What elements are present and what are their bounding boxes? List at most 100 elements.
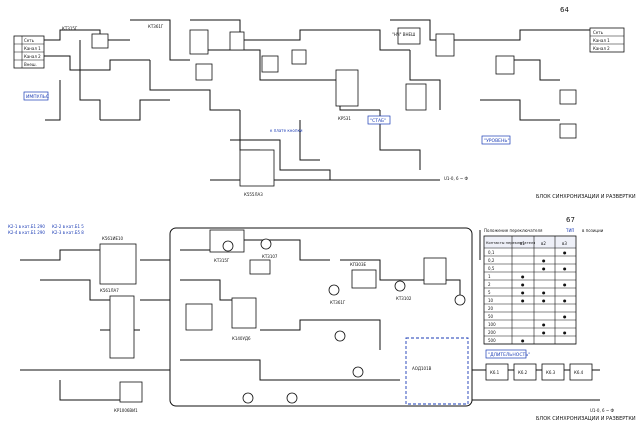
input-legend-right: Сеть Канал 1 Канал 2 <box>560 27 625 53</box>
table-cell-mark: ● <box>521 298 525 303</box>
input-legend-left: Сеть Канал 1 Канал 2 Внеш. <box>13 35 45 69</box>
switch-table: Положение переключателя ТИП в позиции Ко… <box>483 228 604 345</box>
table-row-position: 50 <box>488 314 494 319</box>
table-row-position: 0,5 <box>488 266 495 271</box>
legend-item: Внеш. <box>24 62 37 67</box>
note-label: к плате кнопки <box>270 128 303 133</box>
table-cell-mark: ● <box>542 290 546 295</box>
bottom-chips <box>99 229 447 403</box>
legend-item: Канал 1 <box>593 38 610 43</box>
relay-row: К6.1 К6.2 К6.3 К6.4 <box>485 363 593 381</box>
chip-block <box>195 63 213 81</box>
level-label-box <box>481 135 511 145</box>
legend-item: Канал 2 <box>593 46 610 51</box>
part-label: КТ315Г <box>62 26 78 31</box>
sweep-frame <box>169 227 473 407</box>
table-row-position: 500 <box>488 338 496 343</box>
table-row-position: 100 <box>488 322 496 327</box>
relay-label: К6.4 <box>574 370 584 375</box>
part-label: К561ИЕ10 <box>102 236 124 241</box>
table-cell-mark: ● <box>521 338 525 343</box>
chip-block <box>229 31 245 51</box>
relay-label: К6.2 <box>518 370 528 375</box>
table-cell-mark: ● <box>542 298 546 303</box>
chip-block <box>559 89 577 105</box>
part-label: КТ361Г <box>148 24 164 29</box>
chip-block <box>119 381 143 403</box>
chip-block <box>435 33 455 57</box>
top-chips <box>91 27 577 187</box>
caption-top: БЛОК СИНХРОНИЗАЦИИ И РАЗВЕРТКИ <box>536 194 636 200</box>
stab-label: "СТАБ" <box>370 118 386 124</box>
caption-bottom: БЛОК СИНХРОНИЗАЦИИ И РАЗВЕРТКИ <box>536 416 636 422</box>
relay-label: К6.3 <box>546 370 556 375</box>
chip-block <box>91 33 109 49</box>
table-cell-mark: ● <box>563 314 567 319</box>
chip-block <box>291 49 307 65</box>
table-col-head: в2 <box>541 241 546 246</box>
relay-label: К6.1 <box>490 370 500 375</box>
level-label: "УРОВЕНЬ" <box>484 138 510 144</box>
optocoupler-box <box>405 337 469 405</box>
table-row-position: 1 <box>488 274 491 279</box>
top-wiring <box>44 19 560 181</box>
chip-block <box>109 295 135 359</box>
legend-item: Канал 2 <box>24 54 41 59</box>
table-row-position: 0,1 <box>488 250 495 255</box>
top-schematic: 64 Сеть Канал 1 Канал 2 Внеш. ИМПУЛЬС <box>13 6 636 200</box>
table-cell-mark: ● <box>563 266 567 271</box>
table-header: ТИП <box>565 228 574 233</box>
part-label: К140УД6 <box>232 336 251 341</box>
legend-item: Сеть <box>593 30 604 35</box>
chip-block <box>335 69 359 107</box>
chip-block <box>397 27 421 45</box>
table-row-position: 10 <box>488 298 494 303</box>
chip-block <box>495 55 515 75</box>
chip-block <box>231 297 257 329</box>
chip-block <box>423 257 447 285</box>
table-rows: 0,1●0,2●0,5●●1●2●●5●●10●●●2050●100●200●●… <box>484 250 576 345</box>
bottom-schematic: 67 К2-1 в кат.Б1 290 К2-4 в кат.Б1 290 К… <box>8 216 636 422</box>
part-label: КР1006ВИ1 <box>114 408 138 413</box>
part-label: К555ЛА3 <box>244 192 263 197</box>
chip-block <box>249 259 271 275</box>
part-label: КТ3107 <box>262 254 278 259</box>
table-cell-mark: ● <box>542 258 546 263</box>
part-label: КТ3102 <box>396 296 412 301</box>
chip-block <box>99 243 137 285</box>
chip-block <box>351 269 377 289</box>
table-row-position: 200 <box>488 330 496 335</box>
part-label: КР531 <box>338 116 351 121</box>
part-label: К561ЛА7 <box>100 288 119 293</box>
table-row-position: 5 <box>488 290 491 295</box>
table-col-head: Контакты переключателя <box>486 241 535 245</box>
chip-block <box>559 123 577 139</box>
part-label: "НЧ" ВНЕШ <box>392 32 415 37</box>
stab-label-box <box>367 115 391 125</box>
chip-block <box>261 55 279 73</box>
table-cell-mark: ● <box>542 322 546 327</box>
part-label: АОД101В <box>412 366 432 371</box>
transistors <box>222 238 466 404</box>
table-cell-mark: ● <box>521 282 525 287</box>
sweep-label: "ДЛИТЕЛЬНОСТЬ" <box>488 352 530 358</box>
note-label: К2-3 в кат.Б5 8 <box>52 230 84 235</box>
pulse-label-box <box>23 91 49 101</box>
table-col-head: в1 <box>520 241 525 246</box>
table-cell-mark: ● <box>563 298 567 303</box>
table-row-position: 0,2 <box>488 258 495 263</box>
chip-block <box>405 83 427 111</box>
legend-item: Сеть <box>24 38 35 43</box>
note-label: К2-4 в кат.Б1 290 <box>8 230 45 235</box>
chip-block <box>185 303 213 331</box>
chip-block <box>239 149 275 187</box>
note-label: К2-1 в кат.Б1 290 <box>8 224 45 229</box>
table-cell-mark: ● <box>563 282 567 287</box>
pulse-label: ИМПУЛЬС <box>26 94 49 100</box>
table-cell-mark: ● <box>563 330 567 335</box>
output-label: U1-0, 6 ~ Ф <box>444 176 468 181</box>
part-label: КТ315Г <box>214 258 230 263</box>
table-cell-mark: ● <box>542 330 546 335</box>
table-col-head: в3 <box>562 241 567 246</box>
